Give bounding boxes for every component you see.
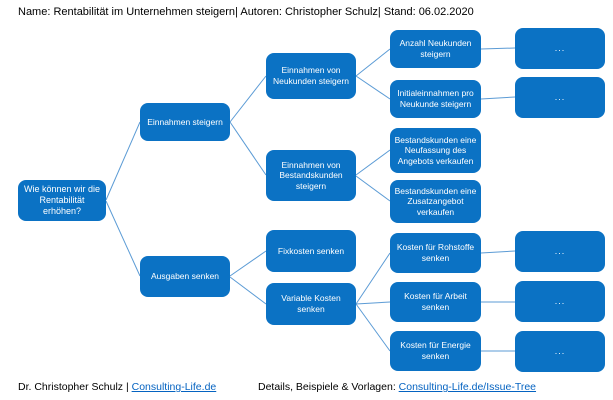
footer-details-text: Details, Beispiele & Vorlagen: xyxy=(258,381,399,393)
node-placeholder-5: ... xyxy=(515,331,605,372)
node-kosten-rohstoffe: Kosten für Rohstoffe senken xyxy=(390,233,481,273)
node-ausgaben-senken: Ausgaben senken xyxy=(140,256,230,297)
node-kosten-energie: Kosten für Energie senken xyxy=(390,331,481,371)
node-variable-kosten-senken: Variable Kosten senken xyxy=(266,283,356,325)
node-placeholder-2: ... xyxy=(515,77,605,118)
footer-details-link[interactable]: Consulting-Life.de/Issue-Tree xyxy=(398,381,537,393)
node-anzahl-neukunden: Anzahl Neukunden steigern xyxy=(390,30,481,68)
node-einnahmen-bestandskunden: Einnahmen von Bestandskunden steigern xyxy=(266,150,356,201)
node-placeholder-3: ... xyxy=(515,231,605,272)
node-kosten-arbeit: Kosten für Arbeit senken xyxy=(390,282,481,322)
slide-header-title: Name: Rentabilität im Unternehmen steige… xyxy=(18,6,474,18)
footer-author-text: Dr. Christopher Schulz | xyxy=(18,381,132,393)
node-neufassung-angebot: Bestandskunden eine Neufassung des Angeb… xyxy=(390,128,481,173)
node-fixkosten-senken: Fixkosten senken xyxy=(266,230,356,272)
footer-author: Dr. Christopher Schulz | Consulting-Life… xyxy=(18,381,216,393)
footer-author-link[interactable]: Consulting-Life.de xyxy=(131,381,217,393)
node-zusatzangebot: Bestandskunden eine Zusatzangebot verkau… xyxy=(390,180,481,223)
node-initialeinnahmen: Initialeinnahmen pro Neukunde steigern xyxy=(390,80,481,118)
node-root-question: Wie können wir die Rentabilität erhöhen? xyxy=(18,180,106,221)
footer-details: Details, Beispiele & Vorlagen: Consultin… xyxy=(258,381,536,393)
node-placeholder-4: ... xyxy=(515,281,605,322)
node-einnahmen-neukunden: Einnahmen von Neukunden steigern xyxy=(266,53,356,99)
node-einnahmen-steigern: Einnahmen steigern xyxy=(140,103,230,141)
node-placeholder-1: ... xyxy=(515,28,605,69)
